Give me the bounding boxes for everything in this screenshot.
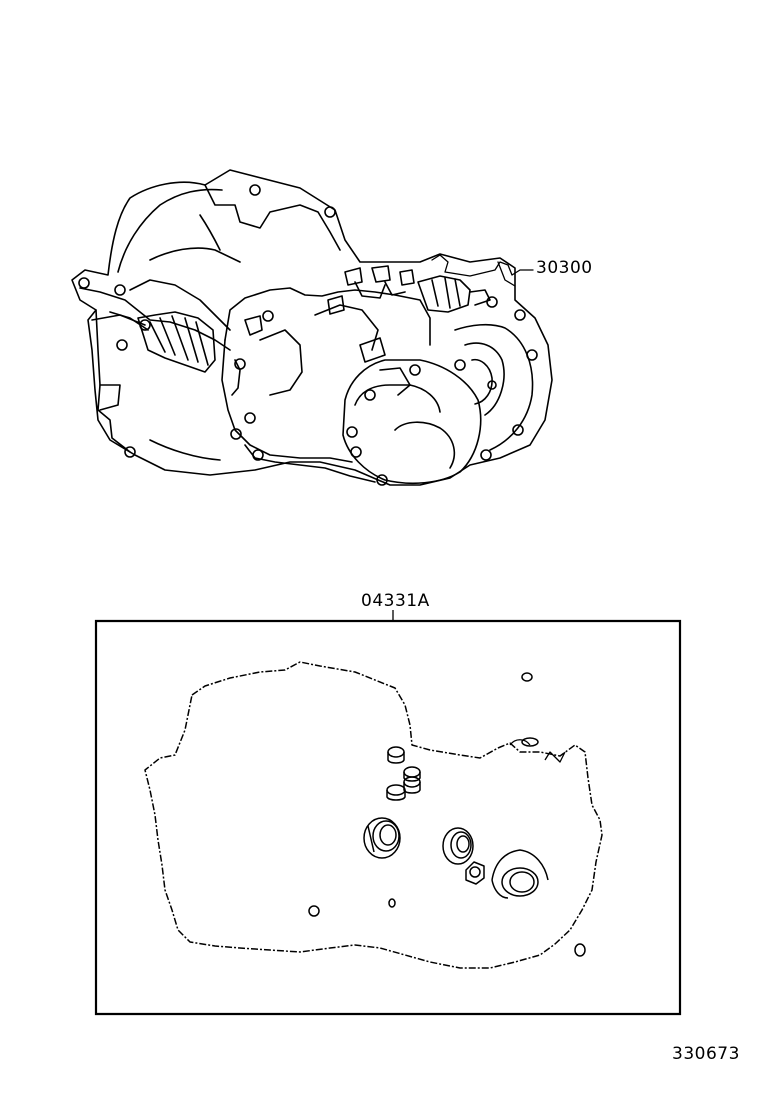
small-washer (309, 906, 319, 916)
gasket-kit-contents (145, 662, 602, 968)
small-o-ring (522, 673, 532, 681)
shift-lever-boot (492, 850, 548, 898)
case-bolts (117, 185, 537, 485)
drain-plug-gaskets (387, 747, 420, 800)
callout-gasket-kit: 04331A (361, 591, 430, 611)
gasket-kit-frame (96, 610, 680, 1014)
small-gasket (389, 899, 395, 907)
small-washer-right (575, 944, 585, 956)
filler-plug (466, 862, 484, 884)
illustration-number: 330673 (672, 1044, 740, 1064)
oil-seal-middle (443, 828, 473, 864)
transaxle-assembly-illustration (72, 170, 552, 485)
oil-seal-left (364, 818, 400, 858)
callout-transaxle-assembly: 30300 (536, 258, 593, 278)
case-gasket (145, 662, 602, 968)
o-ring (522, 738, 538, 746)
